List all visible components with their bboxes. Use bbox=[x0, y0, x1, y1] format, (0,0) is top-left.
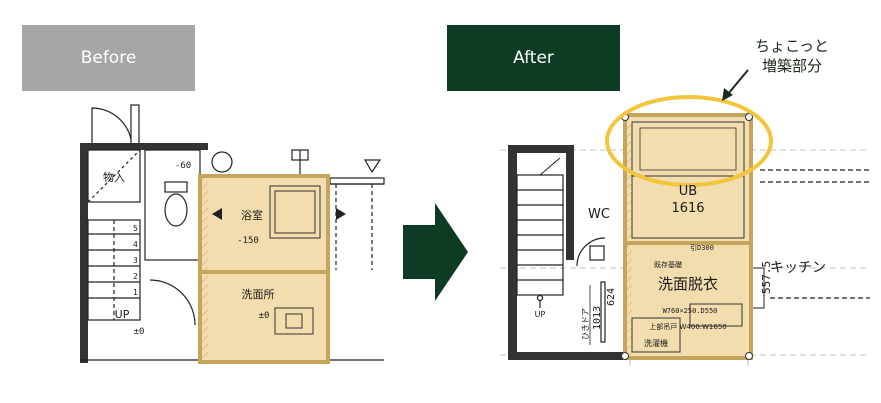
small-spec-label: 引D300 bbox=[690, 243, 714, 252]
stair-step-4: 4 bbox=[133, 240, 138, 249]
callout-line-1: ちょこっと bbox=[755, 37, 829, 55]
outdoor-unit-marker bbox=[363, 159, 382, 174]
before-left-wall bbox=[80, 145, 88, 363]
bathtub bbox=[269, 185, 321, 239]
after-wc-label: WC bbox=[588, 207, 610, 222]
before-highlight-rooms bbox=[198, 174, 346, 364]
callout-pointer bbox=[722, 69, 749, 101]
ventilator bbox=[211, 151, 233, 173]
callout-line-2: 増築部分 bbox=[761, 57, 822, 75]
washroom-door-swing bbox=[149, 279, 196, 326]
dimension-1013: 1013 bbox=[592, 306, 603, 330]
stair-step-2: 2 bbox=[133, 272, 138, 281]
toilet-bowl bbox=[164, 193, 188, 227]
stair-numbers: 5 4 3 2 1 bbox=[133, 224, 138, 297]
before-washroom-level: ±0 bbox=[259, 311, 270, 321]
up-marker bbox=[536, 294, 544, 302]
storage-room bbox=[87, 149, 141, 203]
stair-step-1: 1 bbox=[133, 288, 138, 297]
after-bottom-wall bbox=[508, 352, 628, 360]
stair-step-5: 5 bbox=[133, 224, 138, 233]
washer-label: 洗濯機 bbox=[644, 338, 668, 348]
sliding-door-label: ひきドア bbox=[581, 308, 590, 340]
stairs bbox=[87, 219, 141, 321]
after-top-wall bbox=[508, 145, 573, 153]
before-top-wall bbox=[80, 143, 208, 150]
wc-door-swing bbox=[576, 237, 606, 267]
after-extension-zone bbox=[623, 113, 753, 360]
dimension-624: 624 bbox=[606, 288, 617, 306]
entry-door-swing bbox=[91, 107, 133, 149]
door-panel bbox=[130, 104, 140, 150]
after-mid-wall bbox=[566, 145, 574, 260]
after-washroom-label: 洗面脱衣 bbox=[658, 275, 718, 293]
bath-arrow-right bbox=[336, 208, 346, 220]
shelf-spec-2: 上部吊戸 W400.W1650 bbox=[649, 322, 726, 331]
existing-foundation-label: 既存基礎 bbox=[654, 260, 682, 269]
sliding-door bbox=[600, 281, 606, 343]
after-ub-size: 1616 bbox=[671, 201, 704, 216]
after-label: After bbox=[447, 25, 620, 91]
after-stairs bbox=[516, 157, 564, 296]
after-left-wall bbox=[508, 145, 517, 360]
bath-window bbox=[329, 177, 385, 185]
before-up-label: UP bbox=[115, 308, 130, 321]
before-floor-level: ±0 bbox=[134, 327, 145, 337]
transition-arrow bbox=[403, 203, 468, 301]
before-bath-wash-zone bbox=[198, 174, 330, 364]
bath-arrow-left bbox=[212, 208, 222, 220]
washbasin bbox=[274, 307, 314, 335]
extension-callout: ちょこっと 増築部分 bbox=[732, 36, 852, 76]
extension-highlight-ellipse bbox=[605, 95, 773, 187]
wc-fixture bbox=[589, 245, 605, 261]
toilet-tank bbox=[164, 181, 188, 193]
after-highlight-rooms bbox=[621, 113, 753, 360]
before-bath-level: -150 bbox=[237, 236, 259, 246]
dimension-557-5: 557.5 bbox=[760, 261, 773, 294]
after-kitchen-label: キッチン bbox=[770, 260, 826, 276]
after-ub-label: UB bbox=[679, 184, 697, 199]
after-up-label: UP bbox=[535, 310, 546, 319]
before-washroom-label: 洗面所 bbox=[242, 288, 275, 301]
vent-box bbox=[291, 149, 309, 161]
before-label: Before bbox=[22, 25, 195, 91]
storage-diagonal bbox=[87, 149, 141, 203]
after-floor-plan bbox=[500, 110, 870, 370]
shelf-spec-1: W760×250.D550 bbox=[663, 307, 718, 315]
stair-step-3: 3 bbox=[133, 256, 138, 265]
before-toilet-room bbox=[144, 149, 201, 261]
before-storage-label: 物入 bbox=[103, 170, 125, 184]
before-toilet-level: -60 bbox=[175, 161, 191, 171]
vanity bbox=[689, 303, 743, 327]
before-bath-label: 浴室 bbox=[241, 208, 263, 222]
